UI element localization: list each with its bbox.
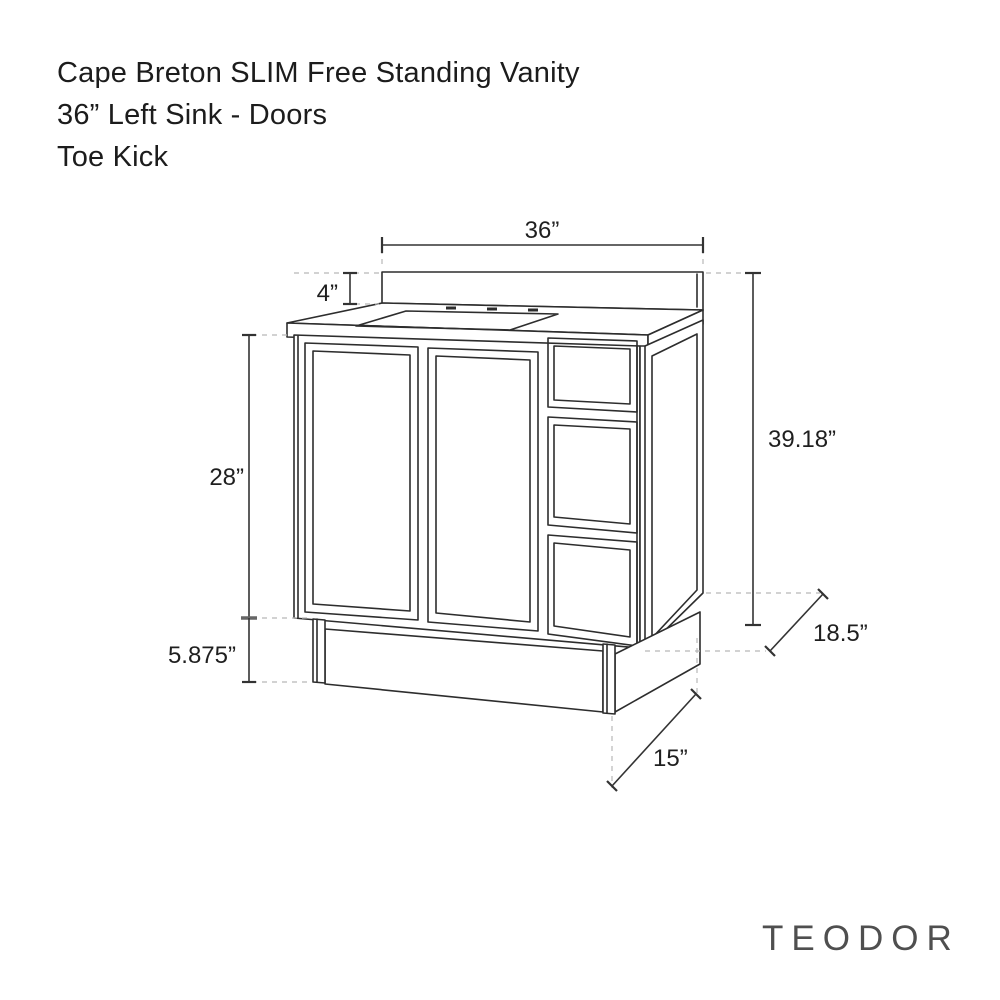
dimension-toe-kick-depth: 15” — [606, 688, 702, 792]
title-line-3: Toe Kick — [57, 141, 169, 173]
toe-kick-depth-label: 15” — [653, 745, 688, 772]
title-line-1: Cape Breton SLIM Free Standing Vanity — [57, 57, 580, 89]
drawing-title: Cape Breton SLIM Free Standing Vanity 36… — [57, 52, 580, 178]
depth-label: 18.5” — [813, 620, 868, 647]
drawer-middle — [547, 416, 638, 534]
dimension-cabinet-height: 28” — [209, 333, 257, 620]
sink-outline — [355, 310, 559, 331]
total-height-label: 39.18” — [768, 426, 836, 453]
width-top-label: 36” — [525, 217, 560, 244]
drawer-top — [547, 337, 638, 413]
dimension-total-height: 39.18” — [745, 271, 836, 627]
dimension-backsplash-height: 4” — [317, 271, 357, 307]
dimension-depth: 18.5” — [764, 588, 868, 657]
front-left-leg — [312, 618, 326, 684]
toe-kick-height-label: 5.875” — [168, 642, 236, 669]
cabinet-face-frame — [293, 334, 641, 649]
cabinet-height-label: 28” — [209, 464, 244, 491]
extension-lines — [252, 249, 820, 788]
brand-logo: TEODOR — [762, 919, 960, 958]
dimension-toe-kick-height: 5.875” — [168, 618, 256, 684]
side-panel — [639, 319, 704, 651]
door-left — [304, 342, 419, 621]
title-line-2: 36” Left Sink - Doors — [57, 99, 328, 131]
door-right — [427, 347, 539, 632]
faucet-holes — [446, 306, 538, 312]
backsplash-height-label: 4” — [317, 280, 338, 307]
front-right-leg — [602, 643, 616, 715]
dimension-width-top: 36” — [380, 217, 705, 253]
